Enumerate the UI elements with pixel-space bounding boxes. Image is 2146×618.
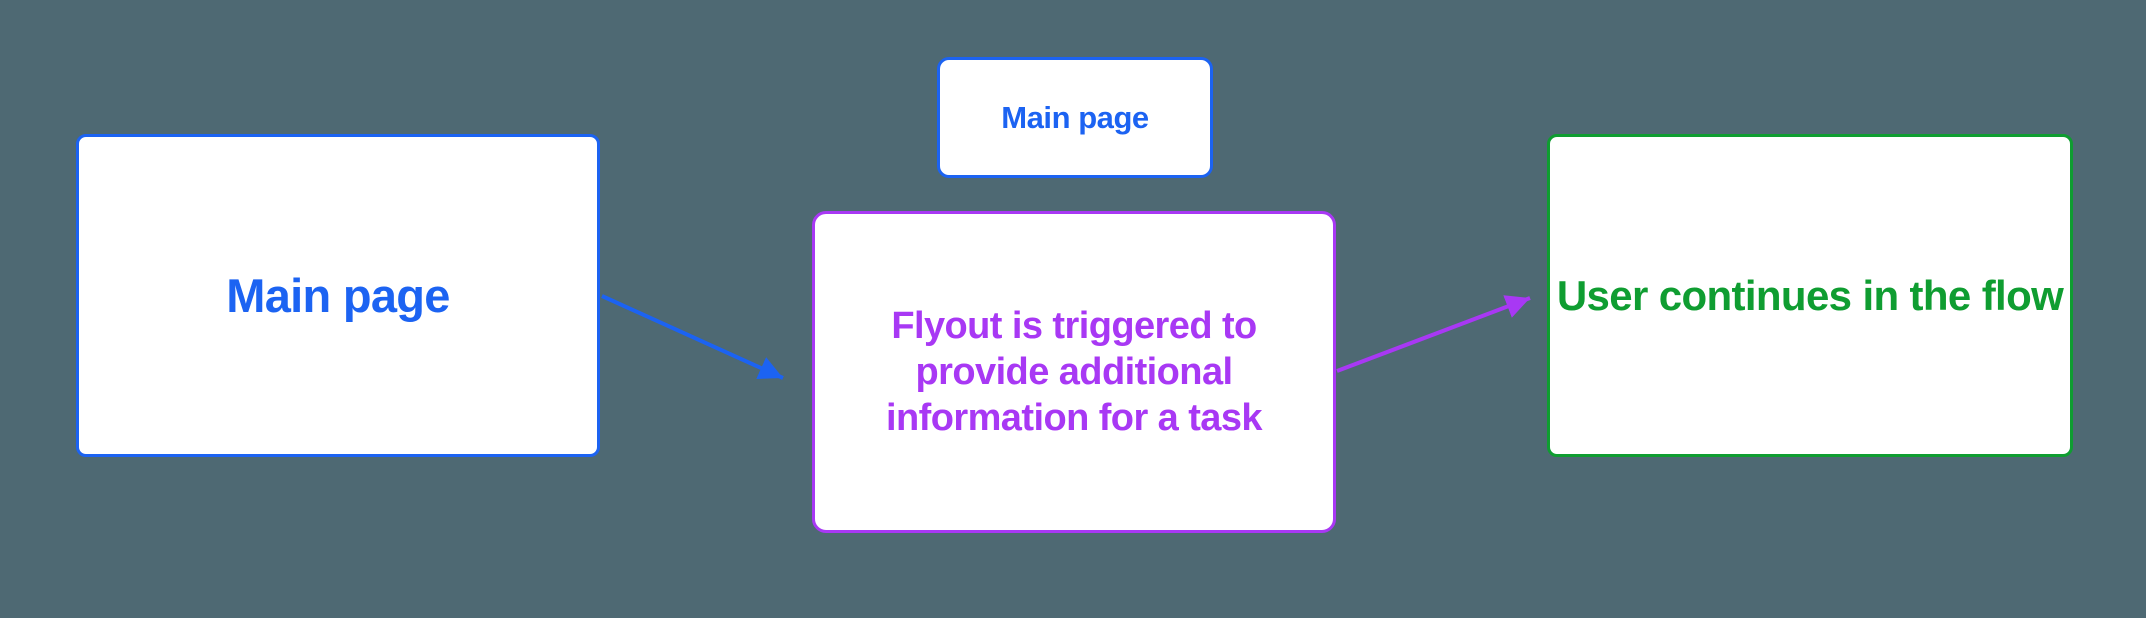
connector-flyout-to-user[interactable] bbox=[1336, 295, 1531, 373]
node-user-continues[interactable]: User continues in the flow bbox=[1547, 134, 2073, 457]
node-flyout[interactable]: Flyout is triggered to provide additiona… bbox=[812, 211, 1336, 533]
node-main-page-small[interactable]: Main page bbox=[937, 57, 1213, 178]
node-main-page-label: Main page bbox=[226, 269, 450, 322]
node-user-continues-label: User continues in the flow bbox=[1556, 271, 2064, 319]
connector-main-to-flyout[interactable] bbox=[601, 294, 784, 380]
node-main-page-small-label: Main page bbox=[1001, 99, 1149, 135]
node-flyout-label: Flyout is triggered to provide additiona… bbox=[886, 305, 1263, 439]
node-main-page[interactable]: Main page bbox=[76, 134, 600, 457]
